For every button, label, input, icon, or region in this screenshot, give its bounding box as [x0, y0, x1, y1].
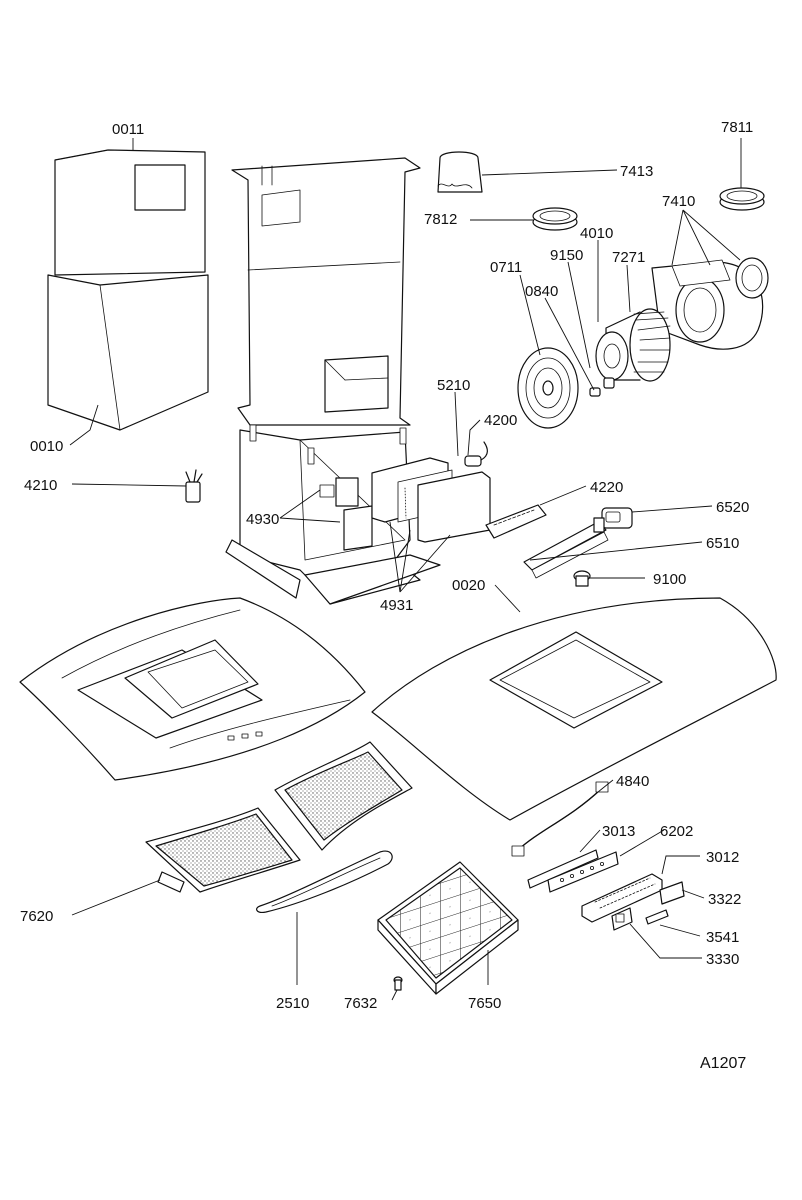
callout-5210: 5210 [437, 377, 470, 394]
callout-0010: 0010 [30, 438, 63, 455]
callout-0840: 0840 [525, 283, 558, 300]
fluorescent-lamp [523, 517, 609, 579]
chimney-cover-upper [54, 149, 206, 276]
glass-panel [371, 597, 777, 821]
callout-6202: 6202 [660, 823, 693, 840]
callout-3322: 3322 [708, 891, 741, 908]
filter-handle [256, 850, 393, 913]
callout-4930: 4930 [246, 511, 279, 528]
terminal-block [485, 504, 547, 539]
leader-lines [69, 138, 742, 1001]
callout-7632: 7632 [344, 995, 377, 1012]
callout-6510: 6510 [706, 535, 739, 552]
callout-0711: 0711 [490, 259, 522, 276]
callout-4840: 4840 [616, 773, 649, 790]
knob-9100 [573, 570, 591, 587]
fan-disc [517, 347, 579, 429]
callout-7410: 7410 [662, 193, 695, 210]
control-strip [527, 849, 599, 889]
fan-motor [595, 308, 671, 382]
callout-7413: 7413 [620, 163, 653, 180]
callout-7650: 7650 [468, 995, 501, 1012]
callout-7812: 7812 [424, 211, 457, 228]
switch-3322 [659, 881, 685, 905]
control-board-housing [371, 457, 491, 543]
blower-housing [651, 257, 769, 350]
capacitor-box [319, 477, 373, 551]
callout-2510: 2510 [276, 995, 309, 1012]
small-part-0840 [589, 387, 601, 397]
callout-7271: 7271 [612, 249, 645, 266]
callout-labels: 0011 0010 4210 7811 7413 7812 7410 4010 … [20, 119, 753, 1072]
callout-3541: 3541 [706, 929, 739, 946]
grease-filter-right [274, 741, 413, 851]
callout-0011: 0011 [112, 121, 144, 138]
callout-6520: 6520 [716, 499, 749, 516]
switch-3330 [611, 907, 633, 931]
connector-4200 [464, 441, 488, 467]
duct-cap [437, 151, 483, 193]
hood-canopy-left [19, 597, 366, 781]
chimney-cover-lower [47, 274, 209, 431]
callout-0020: 0020 [452, 577, 485, 594]
lamp-holder [601, 507, 633, 529]
contact-strip-3541 [645, 909, 669, 925]
ring-7812 [532, 207, 578, 231]
carbon-filter [377, 861, 519, 995]
component-4210 [185, 469, 203, 503]
callout-4210: 4210 [24, 477, 57, 494]
callout-9150: 9150 [550, 247, 583, 264]
callout-3012: 3012 [706, 849, 739, 866]
callout-3013: 3013 [602, 823, 635, 840]
ring-7811 [719, 187, 765, 211]
callout-4010: 4010 [580, 225, 613, 242]
callout-9100: 9100 [653, 571, 686, 588]
callout-4220: 4220 [590, 479, 623, 496]
callout-7620: 7620 [20, 908, 53, 925]
drawing-reference: A1207 [700, 1055, 746, 1072]
screw-7632 [393, 976, 403, 991]
callout-7811: 7811 [721, 119, 753, 136]
button-panel [547, 851, 619, 893]
ribbon-cable [511, 781, 609, 857]
grease-filter-left [145, 807, 301, 893]
small-part-9150 [603, 377, 615, 389]
inner-chimney-frame [231, 157, 421, 426]
callout-3330: 3330 [706, 951, 739, 968]
callout-4200: 4200 [484, 412, 517, 429]
callout-4931: 4931 [380, 597, 413, 614]
